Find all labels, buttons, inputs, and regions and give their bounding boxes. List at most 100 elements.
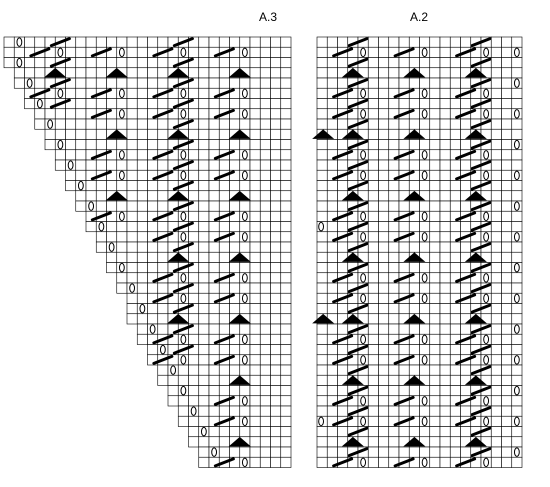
chart-cell xyxy=(157,364,169,376)
chart-cell xyxy=(316,190,328,202)
chart-cell xyxy=(316,210,328,222)
yarn-over-oval-symbol xyxy=(241,211,248,222)
yarn-over-oval-symbol xyxy=(483,396,490,406)
chart-cell xyxy=(316,364,328,376)
chart-cell xyxy=(429,57,441,69)
chart-cell xyxy=(270,446,282,458)
chart-cell xyxy=(249,272,261,284)
chart-cell xyxy=(259,87,271,99)
chart-cell xyxy=(316,292,328,304)
double-decrease-triangle-symbol xyxy=(464,252,487,262)
chart-cell xyxy=(229,241,241,253)
chart-a3-row xyxy=(136,323,292,335)
chart-cell xyxy=(229,200,241,212)
yarn-over-oval-symbol xyxy=(483,109,490,119)
chart-cell xyxy=(54,128,66,140)
chart-cell xyxy=(316,395,328,407)
chart-cell xyxy=(259,333,271,345)
chart-cell xyxy=(85,67,97,79)
chart-cell xyxy=(490,446,502,458)
chart-cell xyxy=(280,210,292,222)
chart-cell xyxy=(280,36,292,48)
chart-cell xyxy=(218,98,230,110)
chart-cell xyxy=(326,303,338,315)
chart-cell xyxy=(259,149,271,161)
chart-cell xyxy=(337,364,349,376)
chart-a3-grid xyxy=(3,36,292,468)
chart-cell xyxy=(511,436,523,448)
chart-cell xyxy=(490,364,502,376)
chart-cell xyxy=(188,67,200,79)
chart-cell xyxy=(95,190,107,202)
chart-a3-label: A.3 xyxy=(259,10,278,24)
chart-cell xyxy=(378,395,390,407)
chart-cell xyxy=(157,323,169,335)
chart-cell xyxy=(316,98,328,110)
slanted-decrease-bar-symbol xyxy=(332,211,354,222)
chart-cell xyxy=(249,323,261,335)
yarn-over-oval-symbol xyxy=(318,221,325,232)
slanted-decrease-bar-symbol xyxy=(347,201,369,212)
chart-cell xyxy=(490,395,502,407)
slanted-decrease-bar-symbol xyxy=(332,88,354,99)
chart-cell xyxy=(408,303,420,315)
slanted-decrease-bar-symbol xyxy=(470,447,492,458)
chart-cell xyxy=(280,272,292,284)
chart-cell xyxy=(378,405,390,417)
chart-cell xyxy=(75,98,87,110)
slanted-decrease-bar-symbol xyxy=(213,416,235,427)
chart-cell xyxy=(408,98,420,110)
slanted-decrease-bar-symbol xyxy=(455,47,477,58)
yarn-over-oval-symbol xyxy=(241,334,248,345)
chart-cell xyxy=(439,98,451,110)
chart-cell xyxy=(147,67,159,79)
chart-cell xyxy=(378,415,390,427)
chart-cell xyxy=(259,446,271,458)
chart-cell xyxy=(429,77,441,89)
chart-cell xyxy=(429,231,441,243)
chart-cell xyxy=(367,272,379,284)
chart-cell xyxy=(439,262,451,274)
chart-cell xyxy=(126,128,138,140)
chart-cell xyxy=(218,374,230,386)
yarn-over-oval-symbol xyxy=(98,221,105,232)
chart-a3-row xyxy=(85,210,292,222)
yarn-over-oval-symbol xyxy=(241,416,248,427)
chart-cell xyxy=(429,333,441,345)
chart-cell xyxy=(378,241,390,253)
chart-cell xyxy=(408,426,420,438)
chart-cell xyxy=(490,221,502,233)
chart-cell xyxy=(116,77,128,89)
chart-cell xyxy=(419,139,431,151)
chart-cell xyxy=(388,446,400,458)
chart-cell xyxy=(429,272,441,284)
slanted-decrease-bar-symbol xyxy=(172,344,194,355)
yarn-over-oval-symbol xyxy=(513,293,520,304)
chart-cell xyxy=(439,77,451,89)
chart-cell xyxy=(34,67,46,79)
chart-cell xyxy=(239,446,251,458)
yarn-over-oval-symbol xyxy=(180,334,187,345)
slanted-decrease-bar-symbol xyxy=(332,293,354,304)
chart-cell xyxy=(501,292,513,304)
yarn-over-oval-symbol xyxy=(139,303,146,314)
chart-cell xyxy=(188,415,200,427)
chart-cell xyxy=(378,118,390,130)
chart-a3-row xyxy=(95,231,292,243)
yarn-over-oval-symbol xyxy=(483,170,490,181)
chart-cell xyxy=(449,405,461,417)
chart-cell xyxy=(3,36,15,48)
chart-cell xyxy=(126,67,138,79)
chart-cell xyxy=(429,415,441,427)
chart-cell xyxy=(367,210,379,222)
chart-cell xyxy=(136,46,148,58)
slanted-decrease-bar-symbol xyxy=(332,416,354,427)
chart-cell xyxy=(239,118,251,130)
chart-cell xyxy=(367,169,379,181)
chart-cell xyxy=(218,180,230,192)
chart-cell xyxy=(460,303,472,315)
chart-cell xyxy=(408,77,420,89)
double-decrease-triangle-symbol xyxy=(341,190,364,201)
chart-cell xyxy=(316,118,328,130)
chart-cell xyxy=(270,251,282,263)
